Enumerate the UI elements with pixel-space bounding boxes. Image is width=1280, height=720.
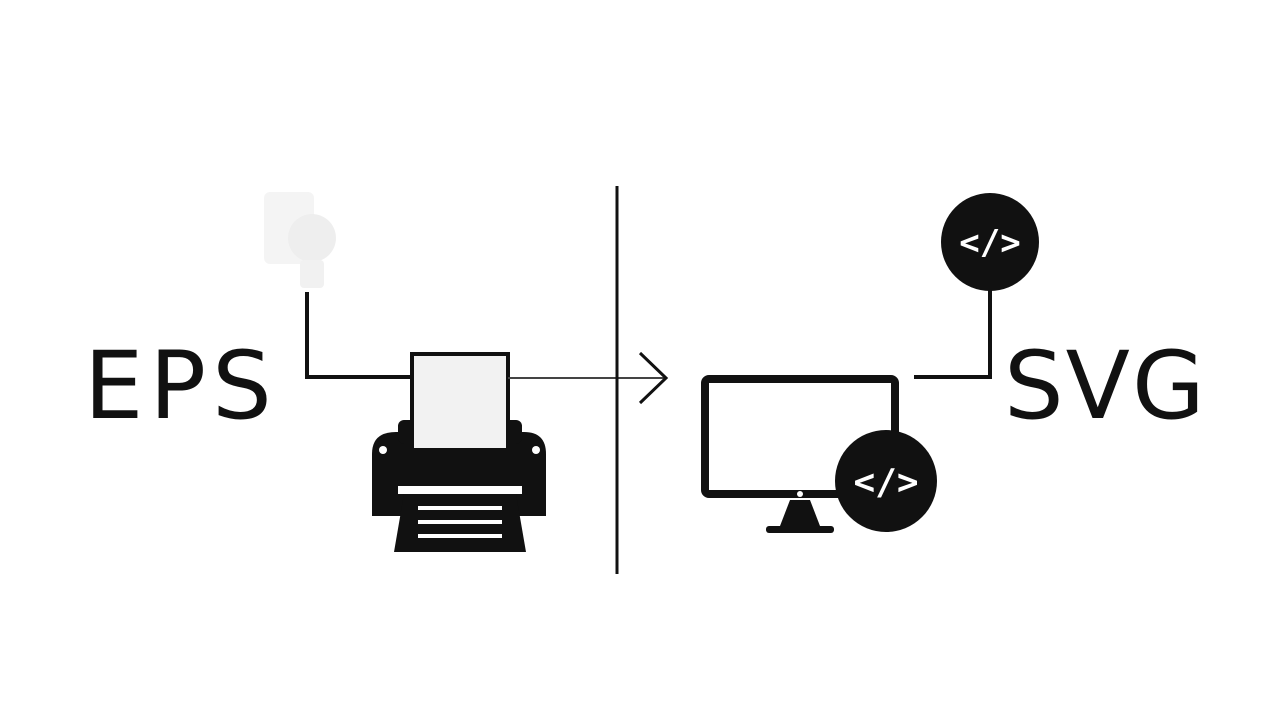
monitor-code-symbol: </> (853, 462, 918, 503)
printer-icon (372, 352, 546, 552)
svg-label: SVG (1004, 332, 1207, 441)
bulb-to-printer-connector (305, 292, 412, 379)
top-code-badge-icon: </> (941, 193, 1039, 291)
eps-label: EPS (84, 332, 278, 441)
conversion-arrow (508, 351, 669, 405)
monitor-to-badge-connector (914, 290, 992, 379)
top-code-symbol: </> (959, 223, 1020, 263)
faded-bulb-icon (264, 192, 336, 288)
monitor-code-badge-icon: </> (835, 430, 937, 532)
